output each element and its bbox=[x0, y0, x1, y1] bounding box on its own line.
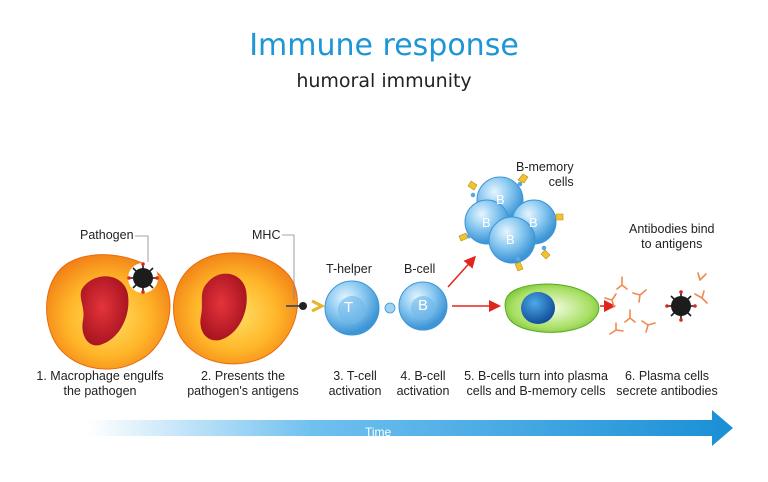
antibodies bbox=[604, 272, 708, 335]
pathogen-virus-1 bbox=[127, 262, 159, 294]
antibodies-label: Antibodies bind to antigens bbox=[629, 222, 715, 251]
t-helper-cell bbox=[324, 280, 380, 336]
arrow-to-memory bbox=[447, 255, 477, 288]
pathogen-leader-line bbox=[135, 235, 149, 262]
pathogen-virus-2 bbox=[665, 290, 697, 322]
mhc-leader-line bbox=[282, 234, 295, 300]
time-arrow bbox=[88, 410, 733, 446]
b-cell-letter: B bbox=[418, 297, 429, 314]
macrophage-cell-2 bbox=[173, 252, 298, 365]
t-helper-label: T-helper bbox=[326, 262, 372, 276]
b-memory-letter-3: B bbox=[529, 215, 538, 230]
pathogen-label: Pathogen bbox=[80, 228, 134, 242]
b-memory-label: B-memory cells bbox=[516, 160, 574, 189]
b-cell bbox=[398, 281, 448, 331]
time-label: Time bbox=[365, 425, 392, 439]
b-cell-label: B-cell bbox=[404, 262, 436, 276]
mhc-antigen bbox=[286, 299, 326, 313]
b-memory-letter-2: B bbox=[482, 215, 491, 230]
mhc-label: MHC bbox=[252, 228, 281, 242]
diagram-title: Immune response bbox=[249, 28, 519, 63]
b-memory-letter-4: B bbox=[506, 232, 515, 247]
b-memory-cluster bbox=[458, 173, 564, 272]
linker-dot bbox=[384, 302, 396, 314]
b-memory-letter-1: B bbox=[496, 192, 505, 207]
diagram-subtitle: humoral immunity bbox=[296, 70, 472, 92]
plasma-cell bbox=[504, 283, 600, 333]
t-cell-letter: T bbox=[344, 299, 354, 316]
